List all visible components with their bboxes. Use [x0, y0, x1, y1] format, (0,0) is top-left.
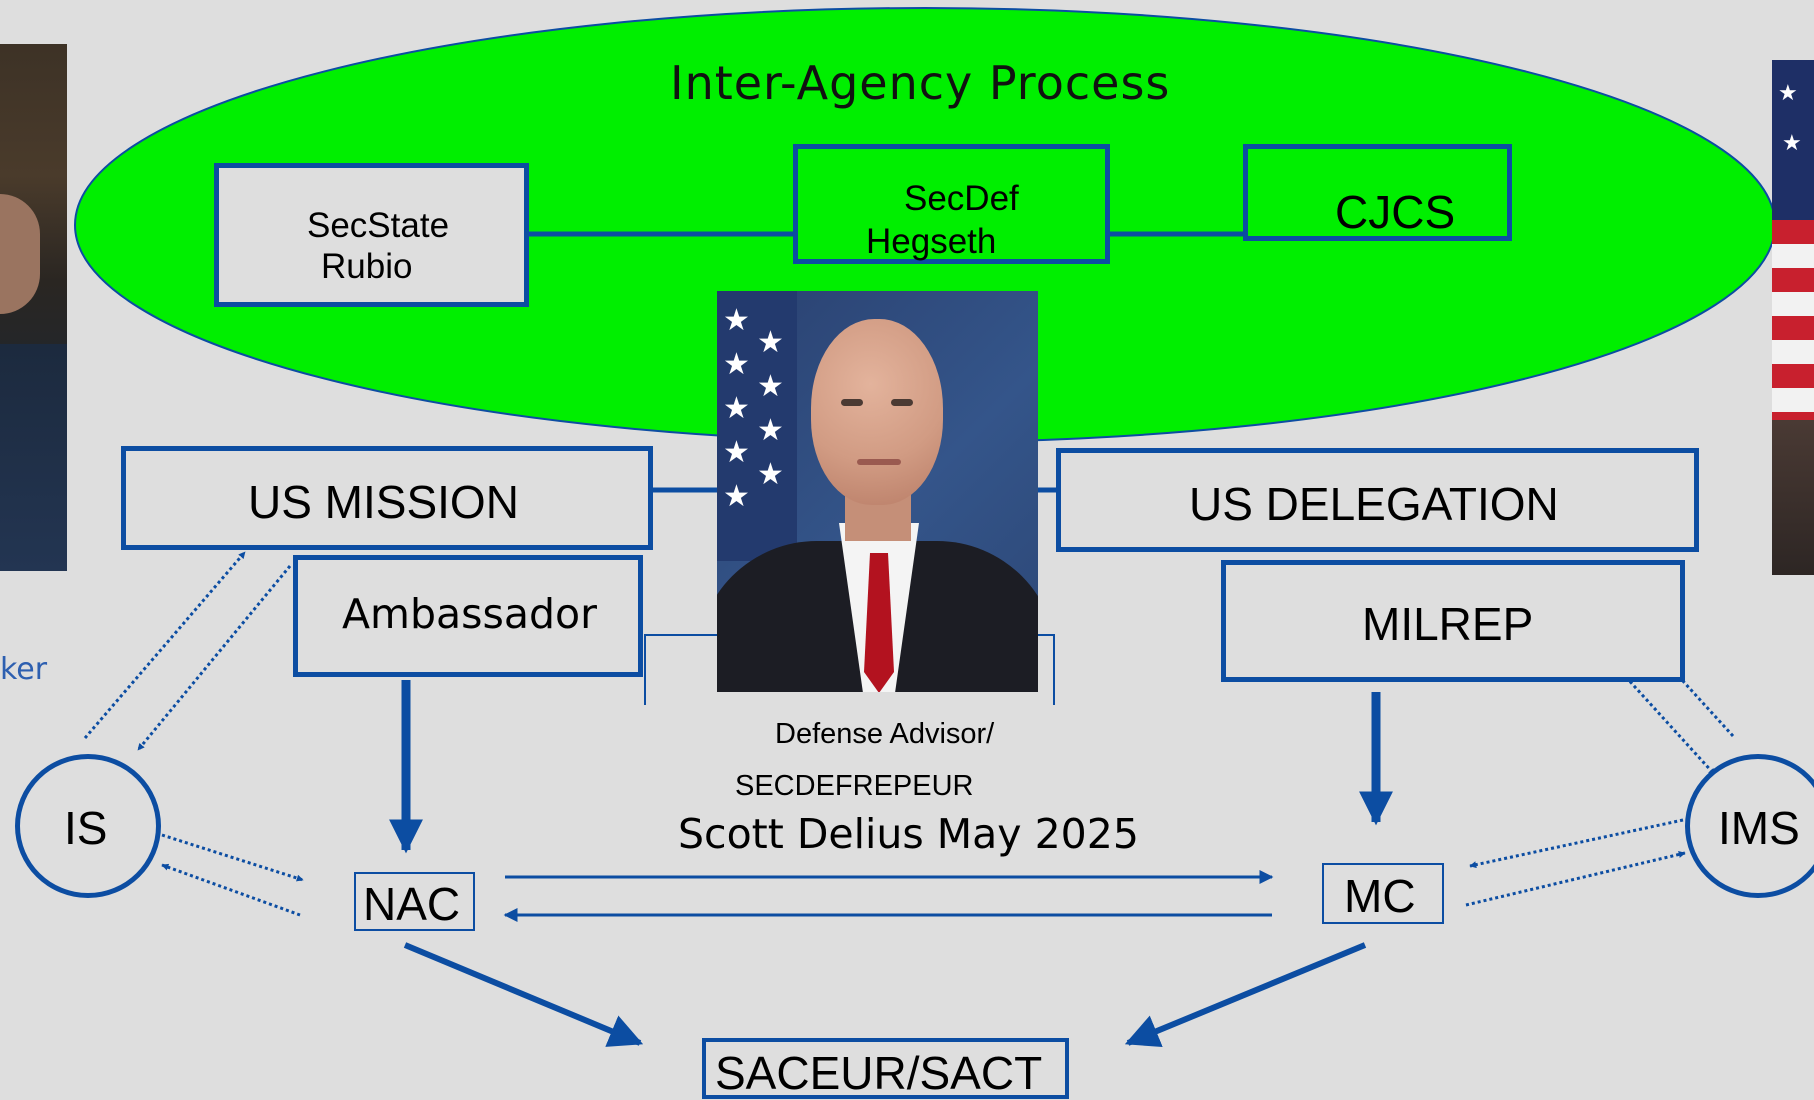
milrep-box: MILREP: [1221, 560, 1685, 682]
flag-star-icon: ★: [1782, 130, 1802, 155]
secstate-name: Rubio: [321, 247, 413, 286]
right-portrait-photo: ★ ★: [1772, 60, 1814, 575]
us-delegation-label: US DELEGATION: [1189, 478, 1559, 530]
secdef-name: Hegseth: [866, 222, 997, 261]
advisor-title-line1: Defense Advisor/: [775, 718, 995, 750]
nac-box: NAC: [354, 872, 475, 931]
mc-saceur-arrow: [1124, 942, 1367, 1048]
flag-stars-icon: ★★★★: [757, 326, 784, 491]
secdef-box: SecDef Hegseth: [793, 144, 1110, 264]
delegation-ims-dotted-arrow: [1523, 564, 1717, 777]
left-caption-fragment: ker: [0, 652, 48, 687]
flag-star-icon: ★: [1778, 80, 1798, 105]
flag-stars-icon: ★★★★★: [723, 304, 750, 513]
is-nac-dotted-arrow: [161, 833, 304, 882]
cjcs-box: CJCS: [1243, 144, 1512, 241]
advisor-name: Scott Delius May 2025: [678, 810, 1139, 858]
us-delegation-box: US DELEGATION: [1056, 448, 1699, 552]
ims-circle: IMS: [1685, 754, 1814, 898]
is-circle: IS: [15, 754, 161, 898]
mouth: [857, 459, 901, 465]
nac-is-dotted-arrow: [161, 863, 301, 917]
milrep-label: MILREP: [1362, 598, 1534, 650]
ims-delegation-dotted-arrow: [1578, 566, 1735, 738]
eye: [891, 399, 913, 406]
flag-field: [717, 291, 797, 561]
mc-ims-dotted-arrow: [1465, 851, 1686, 907]
interagency-title: Inter-Agency Process: [670, 56, 1171, 110]
us-mission-box: US MISSION: [121, 446, 653, 550]
mc-box: MC: [1322, 863, 1444, 924]
tie: [864, 553, 894, 692]
mc-label: MC: [1344, 870, 1416, 922]
secstate-title: SecState: [307, 206, 450, 245]
ambassador-box: Ambassador: [293, 555, 643, 677]
left-portrait-photo: [0, 44, 67, 571]
eye: [841, 399, 863, 406]
cjcs-label: CJCS: [1335, 186, 1456, 238]
advisor-title-line2: SECDEFREPEUR: [735, 770, 974, 802]
saceur-sact-box: SACEUR/SACT: [702, 1038, 1069, 1099]
ims-label: IMS: [1718, 802, 1800, 854]
face: [811, 319, 943, 505]
advisor-bracket-right: [1036, 634, 1055, 705]
us-mission-label: US MISSION: [248, 476, 519, 528]
mission-is-dotted-arrow: [136, 565, 292, 751]
ims-mc-dotted-arrow: [1469, 818, 1684, 869]
advisor-portrait-photo: ★★★★★ ★★★★: [717, 291, 1038, 692]
nac-label: NAC: [363, 878, 461, 930]
secstate-box: SecState Rubio: [214, 163, 529, 307]
secdef-title: SecDef: [904, 179, 1019, 218]
is-label: IS: [64, 802, 108, 854]
is-mission-dotted-arrow: [83, 551, 247, 739]
nac-saceur-arrow: [403, 942, 644, 1047]
ambassador-label: Ambassador: [342, 590, 597, 638]
advisor-bracket-left: [644, 634, 720, 705]
saceur-sact-label: SACEUR/SACT: [715, 1047, 1043, 1099]
